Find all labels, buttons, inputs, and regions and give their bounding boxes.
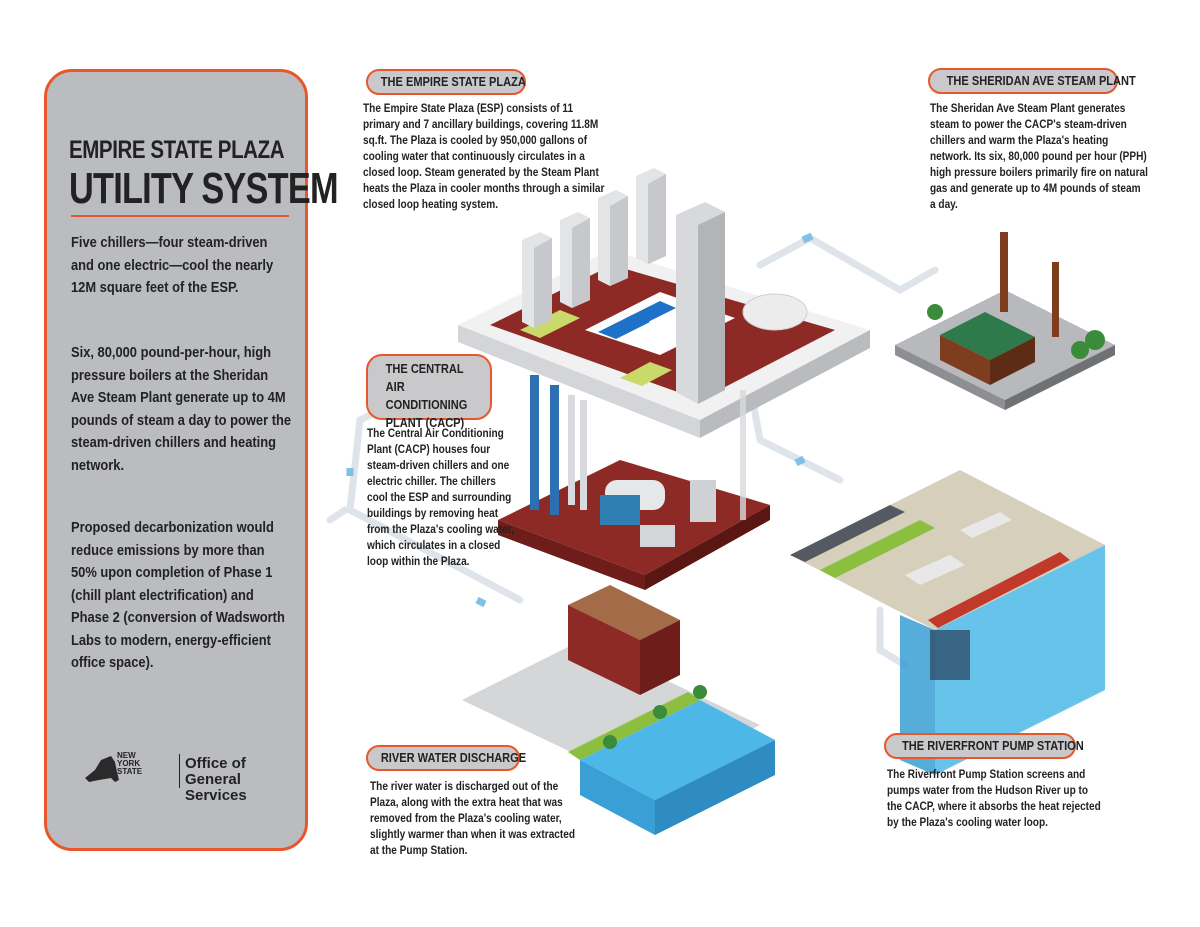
pipe-markers bbox=[346, 232, 814, 608]
plaza-towers bbox=[522, 168, 725, 404]
new-york-state-map-icon bbox=[85, 756, 119, 782]
panel-paragraph-decarbonization: Proposed decarbonization would reduce em… bbox=[71, 519, 285, 671]
panel-paragraph-chillers: Five chillers—four steam-driven and one … bbox=[71, 234, 274, 296]
description-sheridan-steam-plant: The Sheridan Ave Steam Plant generates s… bbox=[930, 101, 1148, 211]
description-cacp: The Central Air Conditioning Plant (CACP… bbox=[367, 426, 514, 568]
steam-plant bbox=[895, 232, 1115, 410]
cacp-platform bbox=[498, 460, 770, 590]
description-empire-state-plaza: The Empire State Plaza (ESP) consists of… bbox=[363, 101, 605, 211]
description-riverfront-pump-station: The Riverfront Pump Station screens and … bbox=[887, 767, 1101, 829]
summary-panel: EMPIRE STATE PLAZA UTILITY SYSTEM Five c… bbox=[44, 69, 339, 851]
label-cacp: THE CENTRAL AIR CONDITIONING PLANT (CACP… bbox=[366, 354, 492, 430]
panel-paragraph-boilers: Six, 80,000 pound-per-hour, high pressur… bbox=[71, 344, 292, 474]
label-riverfront-pump-station: THE RIVERFRONT PUMP STATION bbox=[884, 733, 1084, 759]
cacp-pipes bbox=[530, 375, 746, 520]
panel-title-main: UTILITY SYSTEM bbox=[69, 164, 339, 213]
panel-divider bbox=[71, 215, 289, 217]
logo-divider bbox=[179, 754, 180, 788]
label-empire-state-plaza: THE EMPIRE STATE PLAZA bbox=[366, 69, 526, 95]
river-discharge-site bbox=[462, 585, 775, 835]
plaza-platform bbox=[458, 250, 870, 438]
pump-station bbox=[790, 470, 1105, 775]
description-river-water-discharge: The river water is discharged out of the… bbox=[370, 779, 576, 857]
label-river-water-discharge: RIVER WATER DISCHARGE bbox=[366, 745, 526, 771]
panel-title-top: EMPIRE STATE PLAZA bbox=[69, 136, 285, 164]
label-sheridan-steam-plant: THE SHERIDAN AVE STEAM PLANT bbox=[928, 68, 1136, 94]
